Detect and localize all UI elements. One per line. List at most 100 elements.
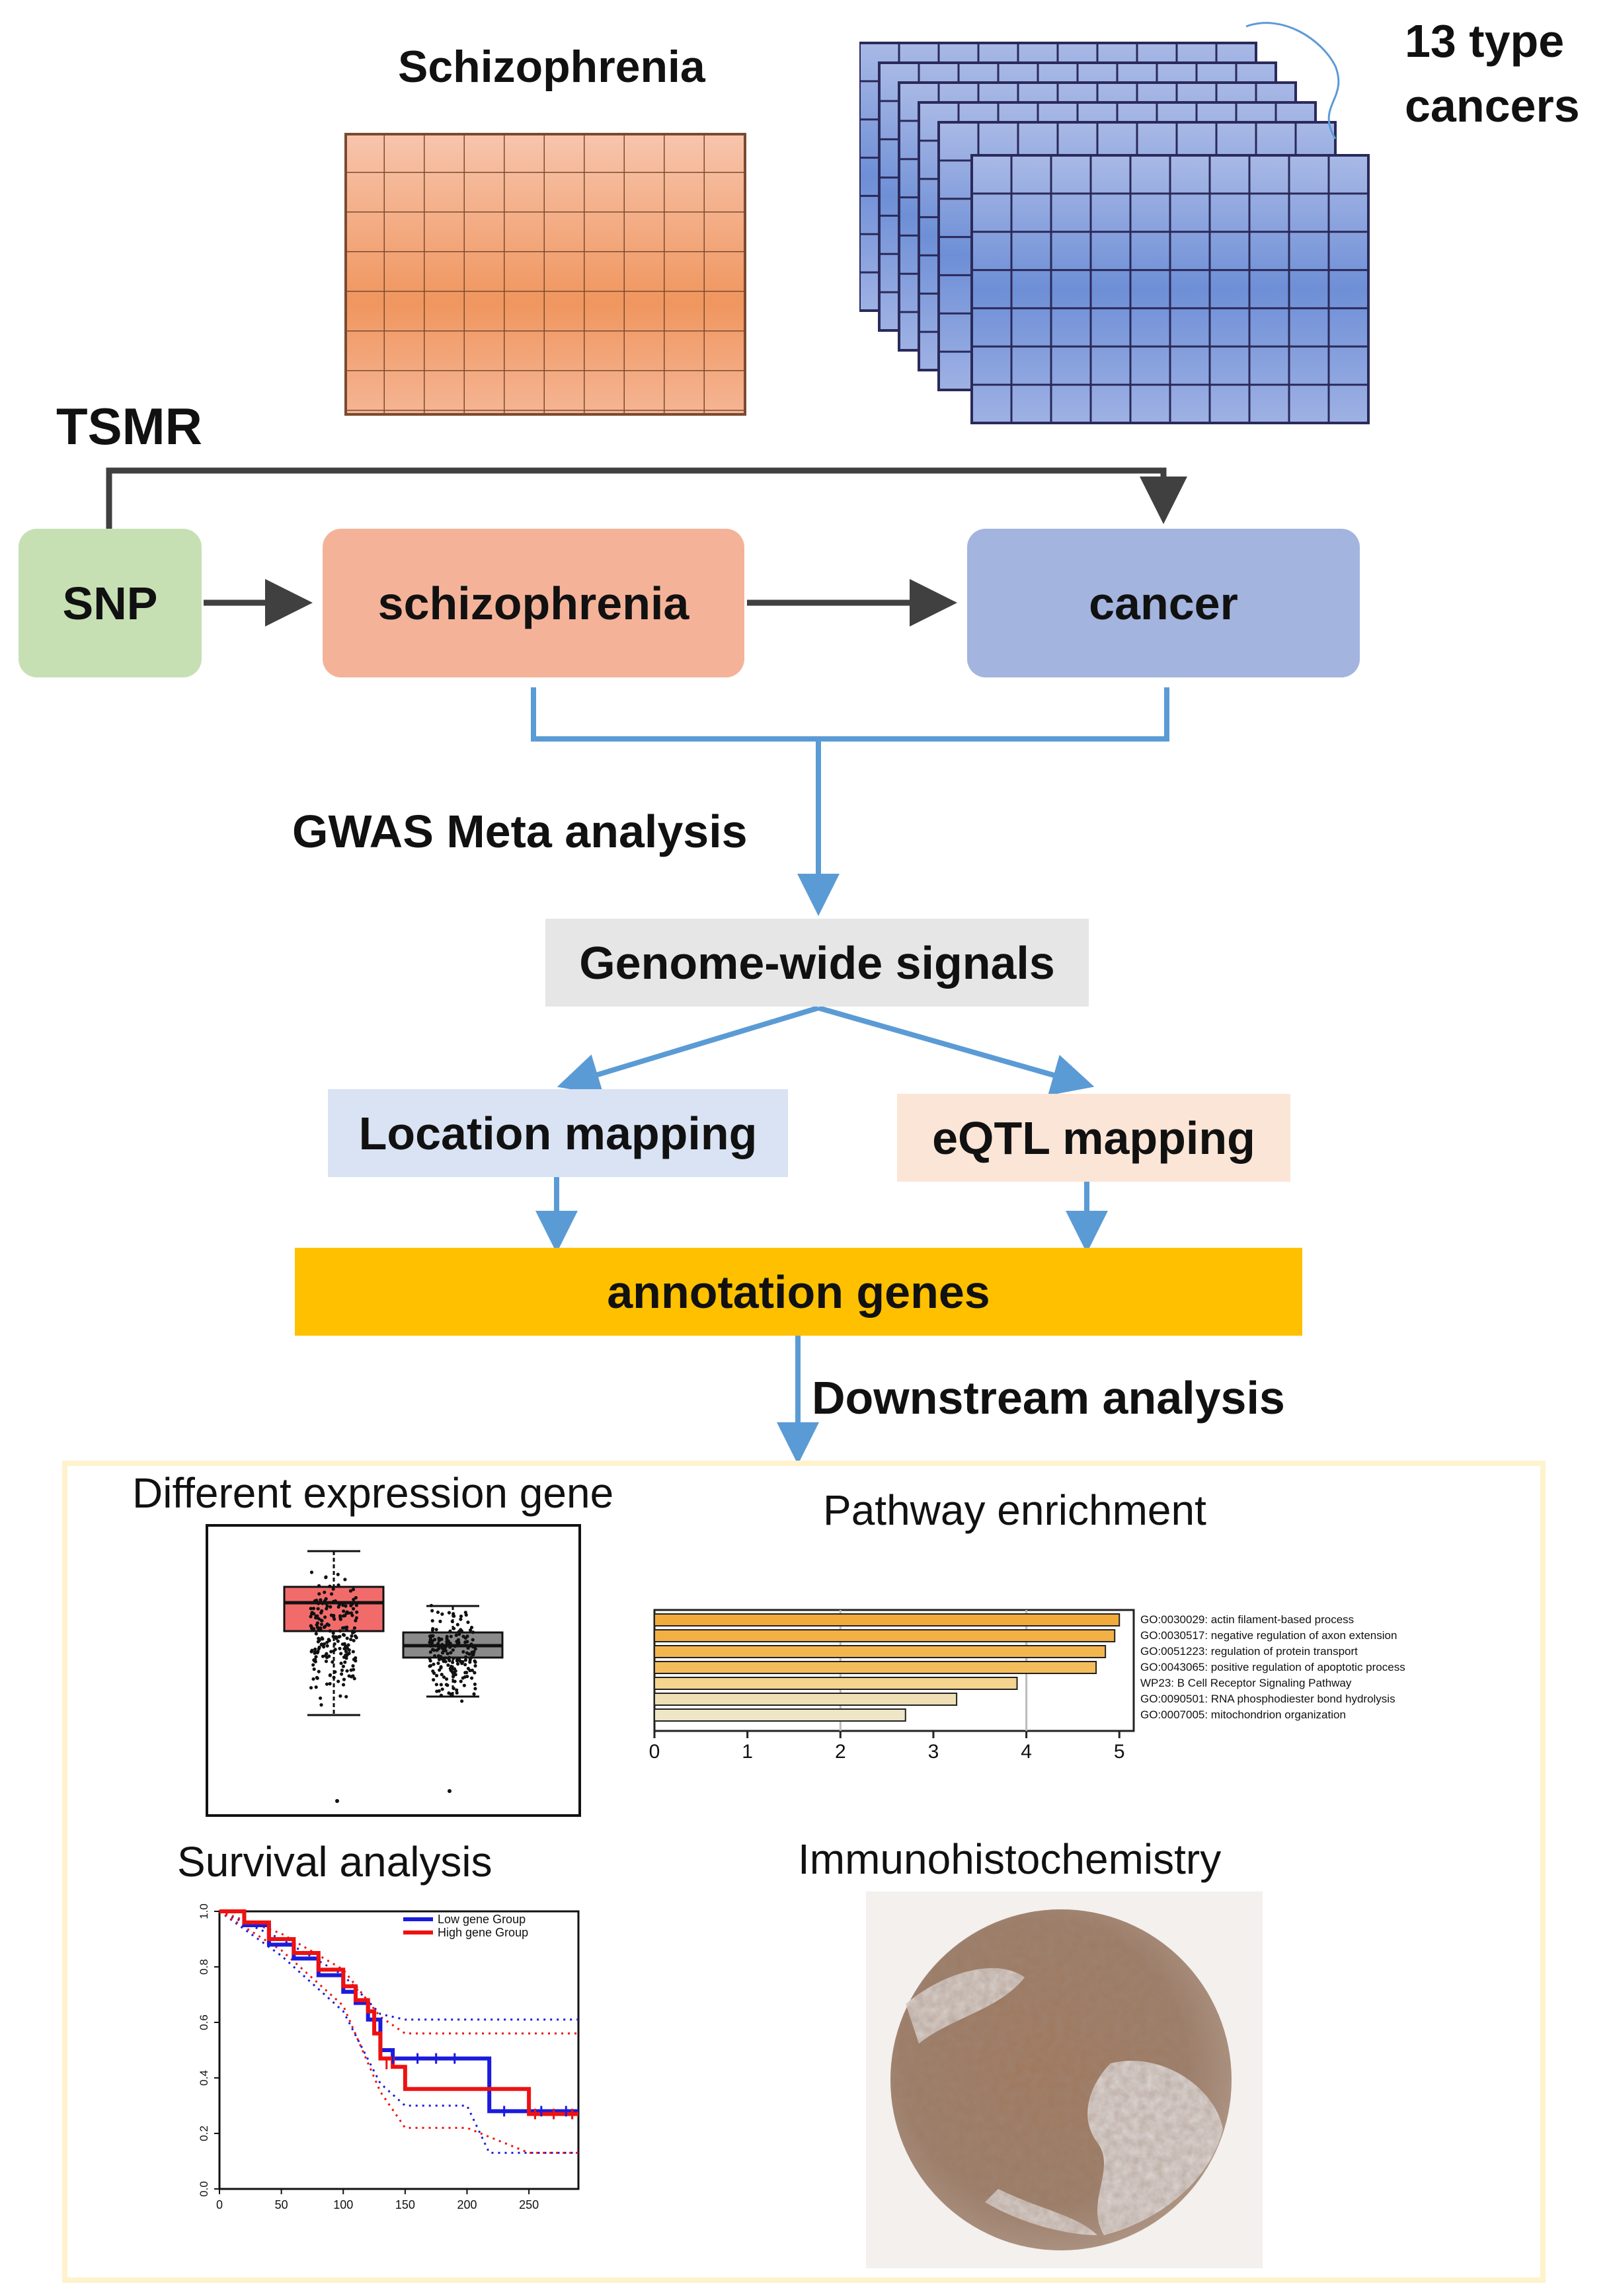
boxplot-point: [311, 1677, 315, 1681]
boxplot-point: [323, 1615, 327, 1619]
boxplot-point: [316, 1607, 320, 1611]
pathway-xtick-label: 2: [835, 1741, 846, 1763]
boxplot-point: [459, 1614, 463, 1619]
boxplot-point: [315, 1675, 319, 1679]
boxplot-point: [432, 1671, 436, 1675]
boxplot-point: [428, 1650, 432, 1654]
boxplot-point: [345, 1636, 349, 1640]
boxplot-point: [456, 1638, 461, 1642]
schizophrenia-title: Schizophrenia: [398, 42, 705, 92]
boxplot-point: [331, 1631, 335, 1635]
boxplot-point: [438, 1668, 442, 1672]
boxplot-point: [441, 1645, 445, 1649]
boxplot-point: [441, 1658, 445, 1662]
boxplot-point: [448, 1656, 452, 1660]
ihc-tissue-image: [866, 1892, 1263, 2268]
boxplot-point: [354, 1603, 358, 1607]
boxplot-point: [329, 1592, 334, 1596]
boxplot-point: [470, 1650, 474, 1654]
boxplot-point: [449, 1634, 453, 1638]
boxplot-point: [461, 1676, 465, 1680]
boxplot-point: [331, 1615, 336, 1619]
boxplot-point: [337, 1635, 341, 1639]
boxplot-point: [440, 1612, 444, 1616]
boxplot-point: [351, 1664, 355, 1668]
boxplot-point: [466, 1621, 470, 1625]
boxplot-point: [331, 1634, 335, 1638]
boxplot-point: [333, 1648, 337, 1652]
gwas-meta-analysis-label: GWAS Meta analysis: [292, 806, 748, 857]
boxplot-point: [333, 1642, 336, 1646]
boxplot-point: [468, 1628, 473, 1632]
boxplot-point: [342, 1614, 346, 1618]
boxplot-point: [452, 1656, 455, 1660]
boxplot-point: [436, 1642, 440, 1646]
boxplot-point: [439, 1693, 444, 1697]
boxplot-point: [324, 1660, 329, 1664]
boxplot-point: [344, 1653, 348, 1657]
boxplot-point: [455, 1688, 459, 1692]
boxplot-point: [314, 1655, 318, 1659]
pathway-bar: [654, 1629, 1116, 1642]
boxplot-point: [340, 1626, 345, 1630]
boxplot-point: [309, 1686, 313, 1690]
boxplot-point: [340, 1672, 344, 1676]
pathway-category-label: GO:0030029: actin filament-based process: [1140, 1613, 1354, 1626]
schizophrenia-box: schizophrenia: [323, 529, 744, 677]
boxplot-point: [448, 1629, 452, 1633]
boxplot-point: [468, 1660, 472, 1664]
boxplot-point: [454, 1633, 458, 1637]
boxplot-point: [465, 1651, 469, 1655]
boxplot-point: [323, 1654, 327, 1658]
survival-high-group-line: [219, 1909, 578, 2116]
boxplot-point: [468, 1668, 472, 1673]
boxplot-point: [354, 1616, 358, 1620]
boxplot-point: [309, 1607, 313, 1611]
pathway-xtick-label: 1: [742, 1741, 753, 1763]
downstream-analysis-label: Downstream analysis: [812, 1372, 1285, 1424]
pipeline-flow-arrows: [531, 687, 1169, 1465]
boxplot-point: [344, 1650, 348, 1654]
boxplot-point: [320, 1609, 324, 1613]
boxplot-point: [445, 1634, 449, 1638]
boxplot-point: [324, 1575, 328, 1579]
eqtl-mapping-label: eQTL mapping: [932, 1112, 1255, 1164]
boxplot-point: [328, 1629, 332, 1633]
eqtl-mapping-box: eQTL mapping: [897, 1094, 1290, 1182]
annotation-genes-box: annotation genes: [295, 1248, 1302, 1336]
boxplot-point: [460, 1661, 464, 1665]
boxplot-point: [341, 1664, 345, 1668]
boxplot-point: [344, 1628, 349, 1632]
snp-box: SNP: [19, 529, 202, 677]
boxplot-point: [428, 1644, 432, 1648]
boxplot-point: [440, 1687, 444, 1691]
boxplot-point: [438, 1619, 442, 1623]
boxplot-point: [350, 1634, 354, 1638]
boxplot-point: [436, 1654, 441, 1658]
boxplot-point: [332, 1599, 336, 1603]
boxplot-point: [431, 1626, 435, 1631]
boxplot-point: [448, 1641, 452, 1646]
boxplot-point: [343, 1578, 347, 1582]
boxplot-point: [442, 1675, 446, 1679]
boxplot-point: [453, 1679, 457, 1683]
boxplot-point: [312, 1667, 316, 1671]
boxplot-point: [329, 1605, 333, 1609]
boxplot-box: [283, 1586, 385, 1632]
boxplot-point: [449, 1668, 453, 1672]
boxplot-point: [466, 1646, 470, 1650]
survival-legend-label: Low gene Group: [438, 1913, 526, 1926]
boxplot-outlier: [335, 1799, 339, 1803]
boxplot-point: [451, 1648, 455, 1652]
boxplot-point: [436, 1662, 440, 1665]
boxplot-point: [464, 1655, 468, 1659]
boxplot-point: [472, 1692, 476, 1696]
boxplot-point: [342, 1633, 346, 1637]
survival-ytick-label: 1.0: [198, 1903, 210, 1919]
boxplot-point: [428, 1656, 432, 1660]
boxplot-point: [317, 1627, 321, 1631]
survival-xtick-label: 200: [457, 2198, 477, 2211]
boxplot-point: [448, 1658, 452, 1663]
deg-panel-title: Different expression gene: [132, 1469, 614, 1517]
boxplot-point: [314, 1685, 318, 1689]
